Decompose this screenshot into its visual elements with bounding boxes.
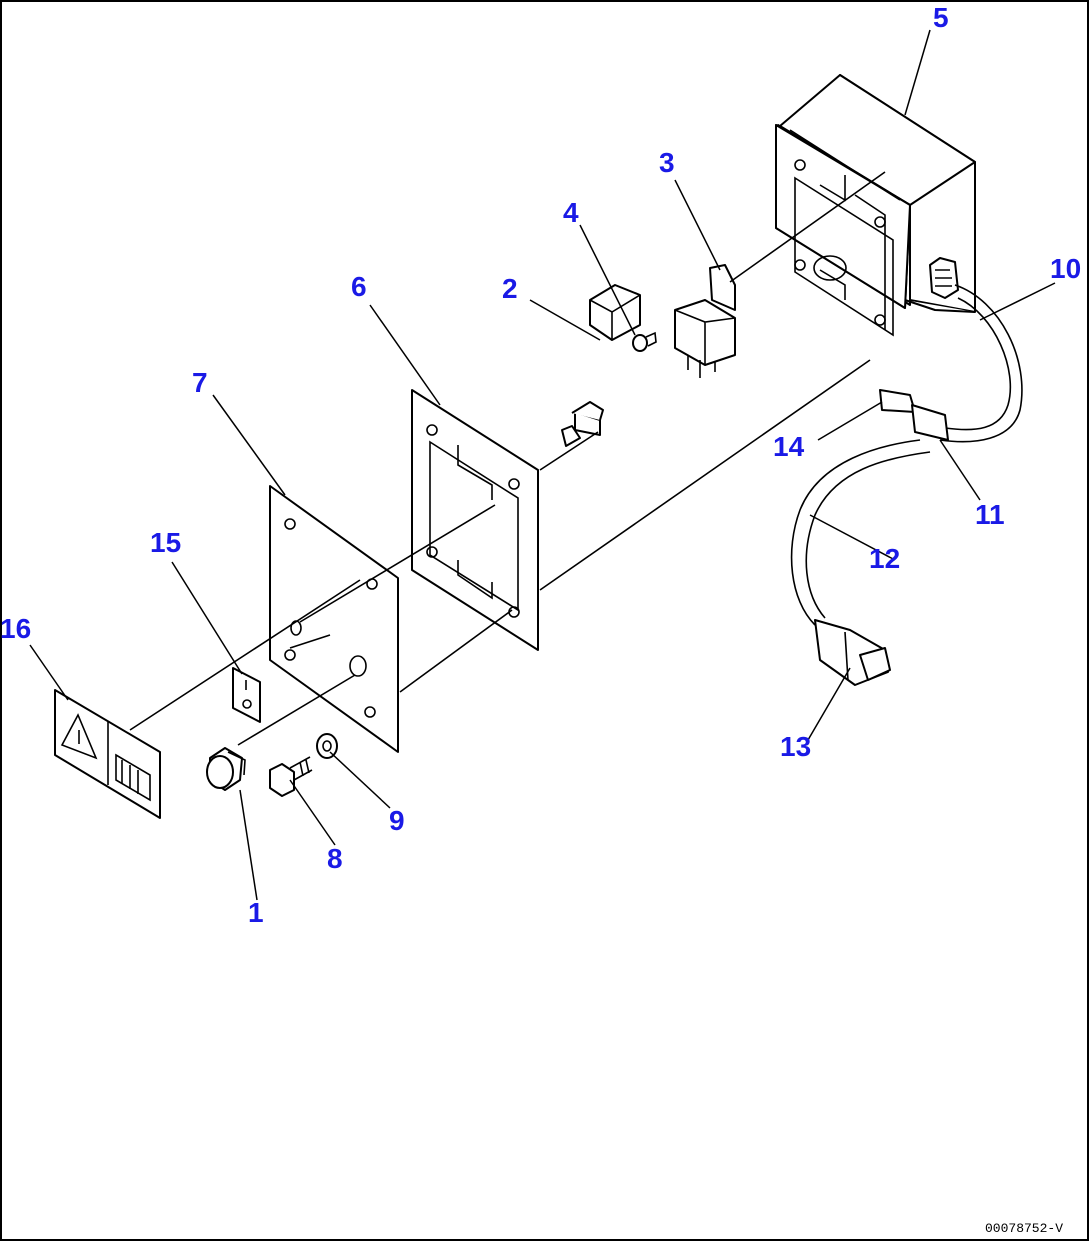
callout-6: 6 — [351, 271, 367, 302]
callout-15: 15 — [150, 527, 181, 558]
drawing-id: 00078752-V — [985, 1221, 1063, 1236]
callout-11: 11 — [975, 499, 1005, 530]
callout-5: 5 — [933, 2, 949, 33]
callout-numbers: 1 2 3 4 5 6 7 8 9 10 11 12 13 14 15 16 — [0, 2, 1081, 928]
callout-10: 10 — [1050, 253, 1081, 284]
callout-14: 14 — [773, 431, 805, 462]
housing-box-part-5 — [775, 74, 976, 337]
mounting-plate-part-7 — [269, 485, 399, 753]
assembly-lines — [129, 171, 886, 746]
relay-part-3 — [674, 264, 736, 378]
bolt-part-8 — [269, 756, 313, 797]
cable-harness-parts-10-14 — [790, 284, 1023, 686]
callout-1: 1 — [248, 897, 264, 928]
callout-12: 12 — [869, 543, 900, 574]
callout-16: 16 — [0, 613, 31, 644]
callout-8: 8 — [327, 843, 343, 874]
washer-part-9 — [316, 733, 338, 759]
callout-13: 13 — [780, 731, 811, 762]
callout-3: 3 — [659, 147, 675, 178]
callout-2: 2 — [502, 273, 518, 304]
leader-lines — [29, 29, 1056, 901]
gasket-part-6 — [411, 389, 539, 651]
switch-label-part-15 — [232, 667, 261, 723]
callout-7: 7 — [192, 367, 208, 398]
callout-9: 9 — [389, 805, 405, 836]
warning-decal-part-16 — [54, 689, 161, 819]
toggle-switch-part-2 — [561, 284, 641, 447]
push-button-part-1 — [206, 747, 246, 791]
screw-part-4 — [632, 331, 657, 352]
callout-4: 4 — [563, 197, 579, 228]
